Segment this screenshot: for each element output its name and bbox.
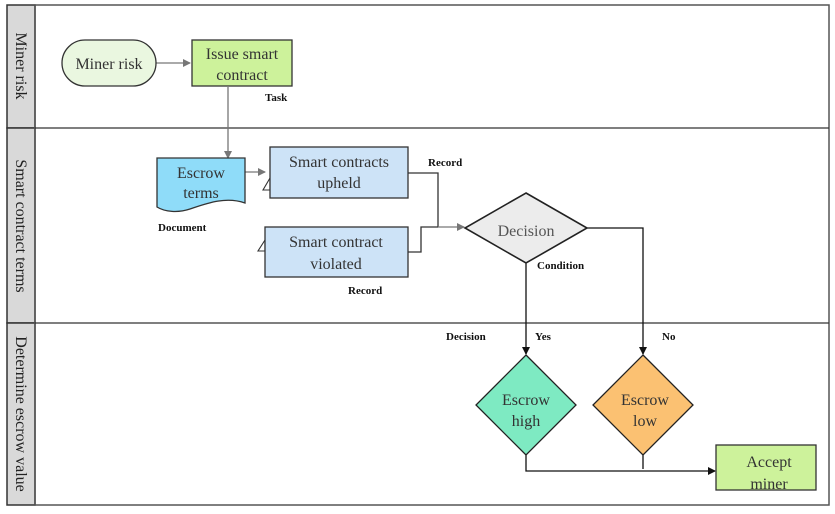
node-escrow-high[interactable]: Escrow high bbox=[475, 354, 577, 456]
terminator-shape bbox=[61, 39, 157, 87]
node-label: Miner risk bbox=[75, 56, 142, 73]
diagram-frame bbox=[34, 4, 830, 506]
diamond-shape bbox=[475, 354, 577, 456]
node-label: miner bbox=[750, 476, 788, 493]
node-label: Escrow bbox=[621, 392, 669, 409]
node-miner-risk[interactable]: Miner risk bbox=[61, 39, 157, 87]
decision-shape bbox=[463, 192, 589, 264]
node-escrow-low[interactable]: Escrow low bbox=[592, 354, 694, 456]
connector-violated-to-decision bbox=[408, 226, 438, 253]
record-shape bbox=[264, 226, 409, 278]
node-accept-miner[interactable]: Accept miner bbox=[715, 444, 817, 493]
tag-no: No bbox=[662, 331, 676, 343]
task-shape bbox=[715, 444, 817, 491]
node-label: Accept bbox=[746, 454, 792, 471]
node-escrow-terms[interactable]: Escrow terms bbox=[156, 157, 246, 213]
lane-label-smart-contract-terms: Smart contract terms bbox=[12, 159, 29, 292]
tag-document: Document bbox=[158, 222, 207, 234]
tag-condition: Condition bbox=[537, 260, 584, 272]
node-label: violated bbox=[310, 256, 362, 273]
record-tab bbox=[262, 175, 271, 191]
node-label: Escrow bbox=[502, 392, 550, 409]
connector-no bbox=[587, 227, 647, 355]
node-label: Decision bbox=[498, 223, 555, 240]
lane-label-determine-escrow-value: Determine escrow value bbox=[12, 336, 29, 491]
node-label: Smart contract bbox=[289, 234, 383, 251]
tag-task: Task bbox=[265, 92, 288, 104]
node-decision[interactable]: Decision bbox=[463, 192, 589, 264]
node-label: Issue smart bbox=[206, 46, 279, 63]
document-shape bbox=[156, 157, 246, 213]
connector-high-to-accept bbox=[525, 455, 716, 475]
node-label: upheld bbox=[317, 175, 361, 192]
tag-decision: Decision bbox=[446, 331, 486, 343]
task-shape bbox=[191, 39, 293, 87]
node-smart-contracts-upheld[interactable]: Smart contracts upheld bbox=[262, 146, 409, 199]
diamond-shape bbox=[592, 354, 694, 456]
node-label: high bbox=[512, 413, 540, 430]
record-shape bbox=[269, 146, 409, 199]
tag-record-violated: Record bbox=[348, 285, 382, 297]
tag-yes: Yes bbox=[535, 331, 552, 343]
node-issue-smart-contract[interactable]: Issue smart contract bbox=[191, 39, 293, 87]
node-label: terms bbox=[183, 185, 219, 202]
node-label: Escrow bbox=[177, 165, 225, 182]
lane-determine-escrow-value: Determine escrow value bbox=[6, 322, 36, 506]
connector-upheld-to-decision bbox=[408, 172, 439, 227]
tag-record-upheld: Record bbox=[428, 157, 462, 169]
node-smart-contract-violated[interactable]: Smart contract violated bbox=[256, 226, 409, 278]
node-label: Smart contracts bbox=[289, 154, 389, 171]
node-label: low bbox=[633, 413, 657, 430]
node-label: contract bbox=[216, 67, 268, 84]
lane-smart-contract-terms: Smart contract terms bbox=[6, 127, 36, 324]
lane-label-miner-risk: Miner risk bbox=[12, 32, 29, 99]
lane-miner-risk: Miner risk bbox=[6, 4, 36, 129]
record-tab bbox=[256, 238, 266, 252]
